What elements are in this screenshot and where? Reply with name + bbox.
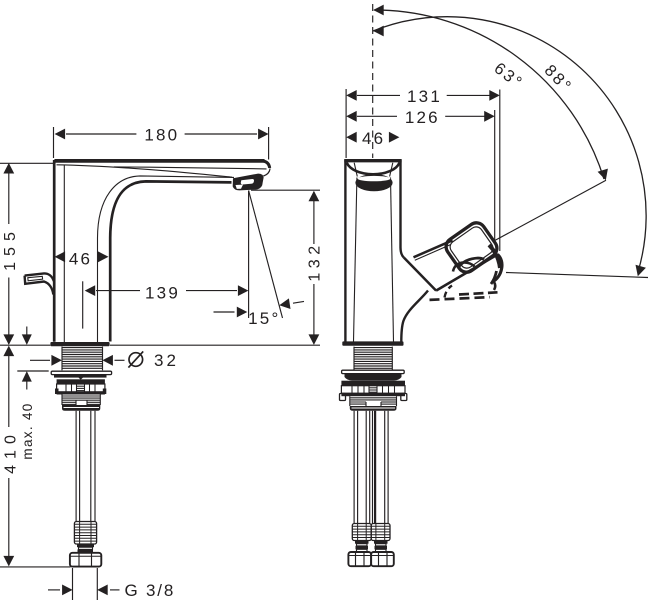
svg-text:155: 155: [2, 226, 19, 271]
svg-text:46: 46: [362, 129, 385, 148]
svg-text:15°: 15°: [248, 309, 280, 328]
svg-text:32: 32: [154, 351, 179, 370]
svg-text:126: 126: [405, 108, 440, 127]
svg-text:139: 139: [145, 283, 180, 302]
svg-text:131: 131: [407, 87, 442, 106]
svg-text:max. 40: max. 40: [20, 402, 35, 459]
svg-text:132: 132: [306, 241, 323, 281]
svg-text:410: 410: [3, 429, 20, 474]
svg-text:46: 46: [69, 249, 92, 268]
svg-text:180: 180: [144, 125, 179, 144]
svg-text:G 3/8: G 3/8: [125, 581, 176, 600]
